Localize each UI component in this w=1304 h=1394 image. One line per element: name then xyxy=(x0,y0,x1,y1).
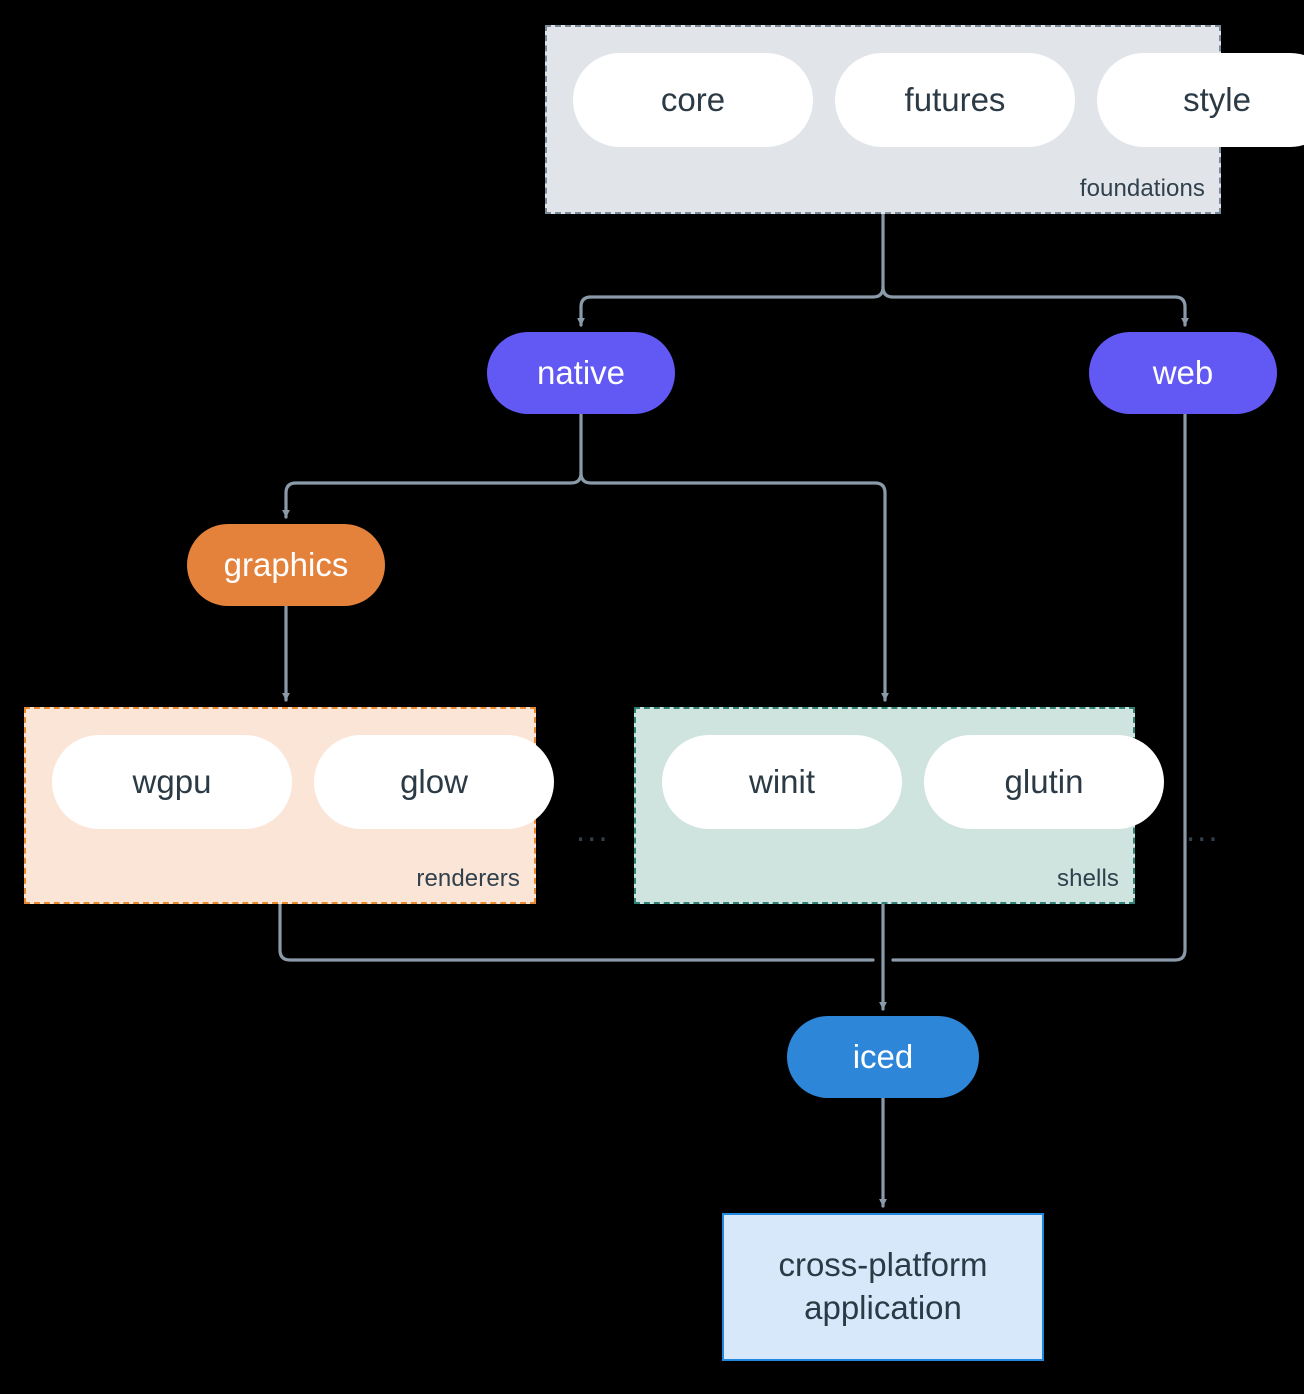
cluster-renderers: wgpu glow ... renderers xyxy=(24,707,608,904)
chip-core[interactable]: core xyxy=(573,53,813,147)
edge-native-to-shells xyxy=(579,471,889,702)
shells-ellipsis: ... xyxy=(1186,810,1220,848)
node-native[interactable]: native xyxy=(487,332,675,414)
edge-native-to-graphics xyxy=(282,471,583,519)
chip-glow[interactable]: glow xyxy=(314,735,554,829)
cluster-label-renderers: renderers xyxy=(416,865,520,892)
cluster-shells: winit glutin ... shells xyxy=(634,707,1218,904)
node-web[interactable]: web xyxy=(1089,332,1277,414)
chip-style[interactable]: style xyxy=(1097,53,1304,147)
renderers-chip-row: wgpu glow ... xyxy=(26,709,608,902)
application-label-line1: cross-platform xyxy=(778,1246,988,1284)
node-cross-platform-application[interactable]: cross-platform application xyxy=(722,1213,1044,1361)
edge-foundations-to-native xyxy=(577,285,885,327)
chip-wgpu[interactable]: wgpu xyxy=(52,735,292,829)
edge-foundations-to-web xyxy=(881,285,1189,327)
chip-futures[interactable]: futures xyxy=(835,53,1075,147)
node-iced[interactable]: iced xyxy=(787,1016,979,1098)
node-graphics[interactable]: graphics xyxy=(187,524,385,606)
chip-winit[interactable]: winit xyxy=(662,735,902,829)
edge-renderers-to-iced xyxy=(278,902,875,962)
cluster-label-foundations: foundations xyxy=(1079,175,1205,202)
shells-chip-row: winit glutin ... xyxy=(636,709,1218,902)
cluster-label-shells: shells xyxy=(1057,865,1119,892)
renderers-ellipsis: ... xyxy=(576,810,610,848)
application-label-line2: application xyxy=(804,1289,962,1326)
chip-glutin[interactable]: glutin xyxy=(924,735,1164,829)
foundations-chip-row: core futures style xyxy=(547,27,1304,212)
cluster-foundations: core futures style foundations xyxy=(545,25,1304,214)
